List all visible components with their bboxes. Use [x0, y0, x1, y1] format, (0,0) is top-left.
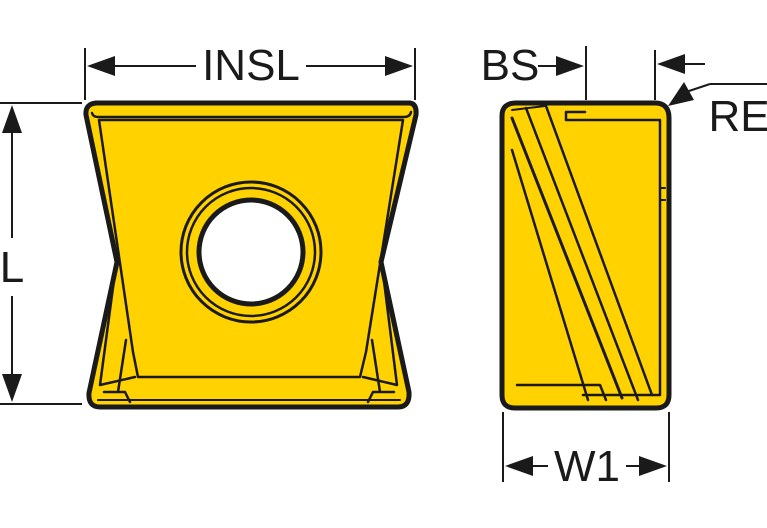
- insert-side-view: [499, 100, 672, 411]
- arrowhead-icon: [556, 56, 584, 76]
- insert-side-top-lip: [511, 105, 546, 111]
- insert-front-face: [97, 118, 405, 379]
- label-insl: INSL: [202, 41, 300, 90]
- arrowhead-icon: [385, 56, 413, 76]
- insert-side-bottom-chamfer: [515, 383, 608, 402]
- re-leader-line: [685, 83, 711, 93]
- arrowhead-icon: [2, 374, 22, 402]
- arrowhead-icon: [668, 82, 694, 106]
- dimension-l: [0, 102, 82, 405]
- dimension-insl: [84, 48, 416, 100]
- arrowhead-icon: [639, 456, 667, 476]
- insert-side-edge-3: [544, 104, 654, 397]
- insert-hole: [196, 197, 306, 307]
- insert-side-edge-1: [510, 116, 624, 400]
- insert-side-edge-2: [524, 106, 640, 402]
- insert-side-panel-notch: [659, 187, 666, 201]
- arrowhead-icon: [87, 56, 115, 76]
- dimension-bs: [538, 46, 587, 100]
- arrowhead-icon: [505, 456, 533, 476]
- insert-side-edge-4: [510, 148, 590, 402]
- arrowhead-icon: [657, 54, 685, 74]
- insert-front-left-wing: [98, 263, 137, 404]
- label-l: L: [0, 243, 24, 292]
- label-bs: BS: [481, 41, 540, 90]
- arrowhead-icon: [2, 105, 22, 133]
- insert-front-view: [83, 100, 419, 410]
- insert-hole-inner-ring: [185, 186, 317, 318]
- insert-side-body: [499, 100, 672, 411]
- dimension-re: [654, 50, 767, 106]
- label-w1: W1: [554, 442, 620, 491]
- dimension-w1: [502, 412, 670, 482]
- insert-front-right-wing: [361, 263, 399, 404]
- label-re: RE: [708, 92, 767, 141]
- insert-front-top-edge: [90, 110, 413, 119]
